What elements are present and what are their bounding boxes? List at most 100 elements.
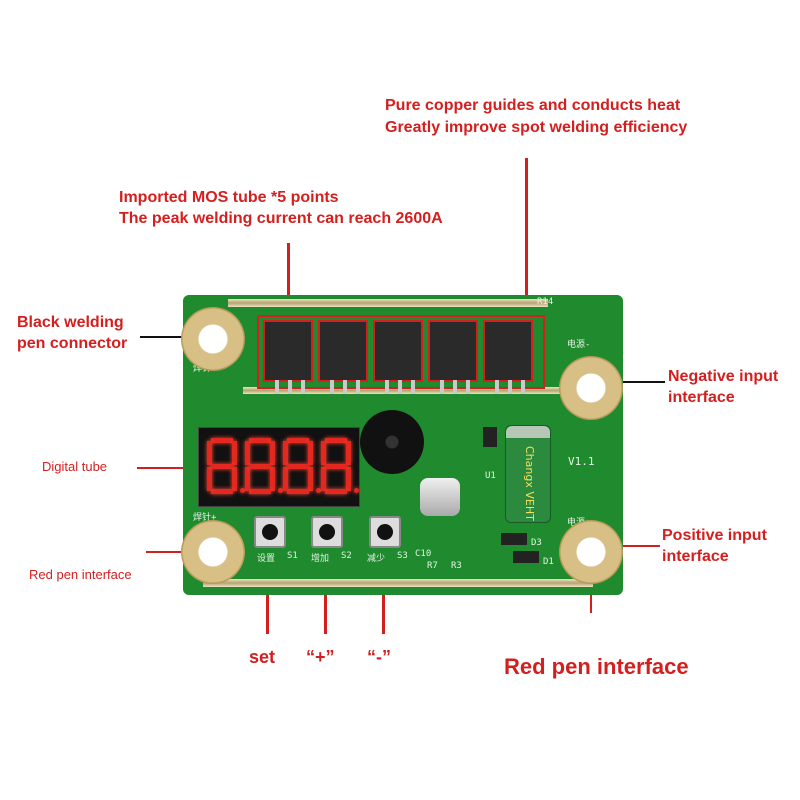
digital-tube-display xyxy=(198,427,360,507)
segment-c xyxy=(232,467,237,491)
segment-d xyxy=(325,489,347,494)
minus-button-label: “-” xyxy=(367,647,391,667)
segment-c xyxy=(308,467,313,491)
mos-label-line2: The peak welding current can reach 2600A xyxy=(119,210,443,227)
segment-a xyxy=(211,438,233,443)
plus-button[interactable] xyxy=(311,516,343,548)
silk-s3: S3 xyxy=(397,551,408,561)
plus-button-cap xyxy=(319,524,335,540)
segment-c xyxy=(346,467,351,491)
segment-dp xyxy=(240,488,245,493)
middle-copper-rail xyxy=(243,387,573,394)
silk-set: 设置 xyxy=(257,554,276,564)
crystal-oscillator xyxy=(420,478,460,516)
mos-leader-line xyxy=(287,243,290,313)
digit-2 xyxy=(245,438,283,494)
positive-label-line1: Positive input xyxy=(662,527,767,544)
silk-r3: R3 xyxy=(451,561,462,571)
silk-s2: S2 xyxy=(341,551,352,561)
silk-d3: D3 xyxy=(531,538,542,548)
chip-u1 xyxy=(483,427,497,447)
mos-tube-3 xyxy=(373,320,423,394)
segment-dp xyxy=(354,488,359,493)
bottom-copper-rail xyxy=(203,579,593,587)
segment-c xyxy=(270,467,275,491)
digital-tube-label: Digital tube xyxy=(42,459,108,474)
segment-b xyxy=(270,441,275,465)
top-copper-rail xyxy=(228,299,548,307)
segment-b xyxy=(346,441,351,465)
segment-g xyxy=(211,463,233,469)
silk-d1: D1 xyxy=(543,557,554,567)
mos-tube-1 xyxy=(263,320,313,394)
segment-e xyxy=(321,467,326,491)
silk-pen2: 焊针+ xyxy=(193,513,217,523)
silk-inc: 增加 xyxy=(311,554,330,564)
buzzer xyxy=(360,410,424,474)
segment-dp xyxy=(316,488,321,493)
mos-tube-5 xyxy=(483,320,533,394)
silk-version: V1.1 xyxy=(568,455,595,468)
segment-b xyxy=(232,441,237,465)
mos-label-line1: Imported MOS tube *5 points xyxy=(119,189,339,206)
segment-e xyxy=(245,467,250,491)
positive-label-line2: interface xyxy=(662,548,729,565)
set-button-cap xyxy=(262,524,278,540)
set-button[interactable] xyxy=(254,516,286,548)
black-pen-label-line2: pen connector xyxy=(17,335,128,352)
segment-g xyxy=(249,463,271,469)
negative-label-line1: Negative input xyxy=(668,368,779,385)
segment-a xyxy=(287,438,309,443)
segment-d xyxy=(211,489,233,494)
segment-a xyxy=(325,438,347,443)
silk-r14: R14 xyxy=(537,297,554,307)
red-pen-pad xyxy=(181,520,245,584)
silk-u1: U1 xyxy=(485,471,496,481)
digital-tube-leader-line xyxy=(137,467,203,469)
silk-neg: 电源- xyxy=(567,340,591,350)
black-pen-label-line1: Black welding xyxy=(17,314,124,331)
plus-button-label: “+” xyxy=(306,647,335,667)
segment-d xyxy=(287,489,309,494)
red-pen-small-label: Red pen interface xyxy=(29,567,132,582)
silk-s1: S1 xyxy=(287,551,298,561)
segment-b xyxy=(308,441,313,465)
positive-input-pad xyxy=(559,520,623,584)
segment-g xyxy=(325,463,347,469)
capacitor-top xyxy=(506,426,550,438)
copper-label-line1: Pure copper guides and conducts heat xyxy=(385,97,681,114)
electrolytic-capacitor: Changx VEHT xyxy=(505,425,551,523)
segment-f xyxy=(245,441,250,465)
negative-input-pad xyxy=(559,356,623,420)
segment-d xyxy=(249,489,271,494)
segment-g xyxy=(287,463,309,469)
minus-button-cap xyxy=(377,524,393,540)
digit-1 xyxy=(207,438,245,494)
silk-dec: 减少 xyxy=(367,554,386,564)
black-pen-pad xyxy=(181,307,245,371)
segment-f xyxy=(283,441,288,465)
segment-f xyxy=(321,441,326,465)
minus-button[interactable] xyxy=(369,516,401,548)
diode-d3 xyxy=(501,533,527,545)
negative-label-line2: interface xyxy=(668,389,735,406)
mos-tube-4 xyxy=(428,320,478,394)
segment-e xyxy=(283,467,288,491)
positive-leader-horizontal xyxy=(590,545,660,547)
set-button-label: set xyxy=(249,647,276,667)
copper-label-line2: Greatly improve spot welding efficiency xyxy=(385,119,688,136)
digit-3 xyxy=(283,438,321,494)
red-pen-large-label: Red pen interface xyxy=(504,654,689,679)
red-pen-leader-line xyxy=(146,551,202,553)
segment-a xyxy=(249,438,271,443)
diode-d1 xyxy=(513,551,539,563)
digit-4 xyxy=(321,438,359,494)
segment-e xyxy=(207,467,212,491)
copper-leader-line xyxy=(525,158,528,300)
segment-f xyxy=(207,441,212,465)
silk-r7: R7 xyxy=(427,561,438,571)
silk-c10: C10 xyxy=(415,549,432,559)
black-pen-leader-line xyxy=(140,336,200,338)
mos-tube-2 xyxy=(318,320,368,394)
segment-dp xyxy=(278,488,283,493)
